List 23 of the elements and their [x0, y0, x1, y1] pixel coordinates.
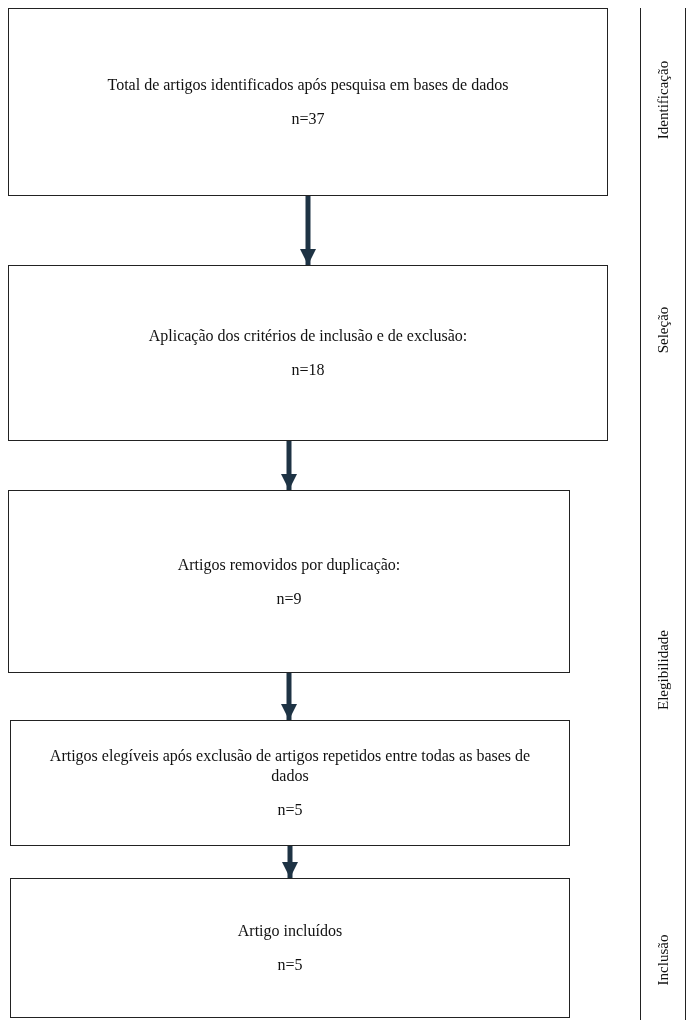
arrow — [281, 673, 297, 720]
process-box — [10, 720, 570, 846]
arrow — [300, 196, 316, 265]
stage-label: Elegibilidade — [654, 630, 672, 710]
process-box — [10, 878, 570, 1018]
count-text: n=18 — [291, 360, 325, 380]
box-heading: Total de artigos identificados após pesquisa em bases de dados — [107, 75, 509, 95]
stage-label: Inclusão — [654, 934, 672, 986]
stage-label: Identificação — [654, 60, 672, 140]
arrow — [281, 441, 297, 490]
process-box — [8, 490, 570, 673]
box-heading: Artigos elegíveis após exclusão de artigos repetidos entre todas as bases de dados — [48, 746, 532, 786]
arrow — [282, 846, 298, 878]
process-box — [8, 265, 608, 441]
box-heading: Aplicação dos critérios de inclusão e de exclusão: — [148, 326, 468, 346]
stage-label: Seleção — [654, 306, 672, 354]
count-text: n=37 — [291, 109, 325, 129]
count-text: n=9 — [276, 588, 302, 609]
box-heading: Artigo incluídos — [237, 921, 343, 941]
count-text: n=5 — [277, 955, 303, 975]
process-box — [8, 8, 608, 196]
box-heading: Artigos removidos por duplicação: — [177, 554, 401, 575]
count-text: n=5 — [277, 800, 303, 820]
